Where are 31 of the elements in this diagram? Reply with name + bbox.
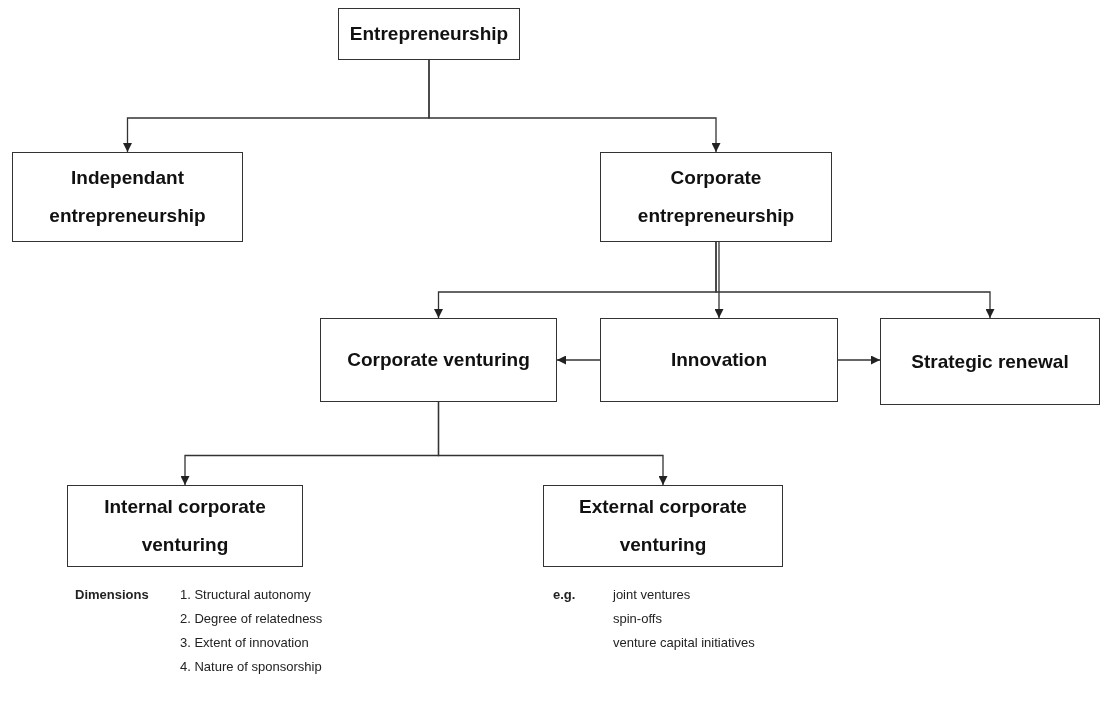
list-item: spin-offs xyxy=(613,611,663,626)
list-heading: e.g. xyxy=(553,587,577,602)
box-title: Entrepreneurship xyxy=(349,22,509,46)
box-title: Corporate venturing xyxy=(347,348,530,372)
list-heading: Dimensions xyxy=(75,587,150,602)
list-item: joint ventures xyxy=(613,587,692,602)
list-item: venture capital initiatives xyxy=(613,635,755,650)
list-item: 1. Structural autonomy xyxy=(180,587,312,602)
box-title: Internal corporate venturing xyxy=(103,495,267,557)
box-title: Innovation xyxy=(670,348,768,372)
list-item: 3. Extent of innovation xyxy=(180,635,310,650)
arrow xyxy=(837,355,881,365)
arrow xyxy=(428,59,721,153)
concept-box xyxy=(338,8,520,60)
box-title: Strategic renewal xyxy=(911,349,1069,374)
arrow xyxy=(437,401,668,486)
concept-box xyxy=(12,152,243,242)
concept-box xyxy=(600,318,838,402)
concept-box xyxy=(67,485,303,567)
concept-box xyxy=(600,152,832,242)
arrow xyxy=(556,355,601,365)
concept-box xyxy=(320,318,557,402)
arrow xyxy=(715,241,995,319)
arrow xyxy=(714,241,724,319)
box-title: Corporate entrepreneurship xyxy=(636,166,796,228)
box-title: External corporate venturing xyxy=(578,495,748,557)
concept-box xyxy=(543,485,783,567)
concept-box xyxy=(880,318,1100,405)
list-item: 2. Degree of relatedness xyxy=(180,611,323,626)
box-title: Independant entrepreneurship xyxy=(48,166,207,228)
list-item: 4. Nature of sponsorship xyxy=(180,659,323,674)
